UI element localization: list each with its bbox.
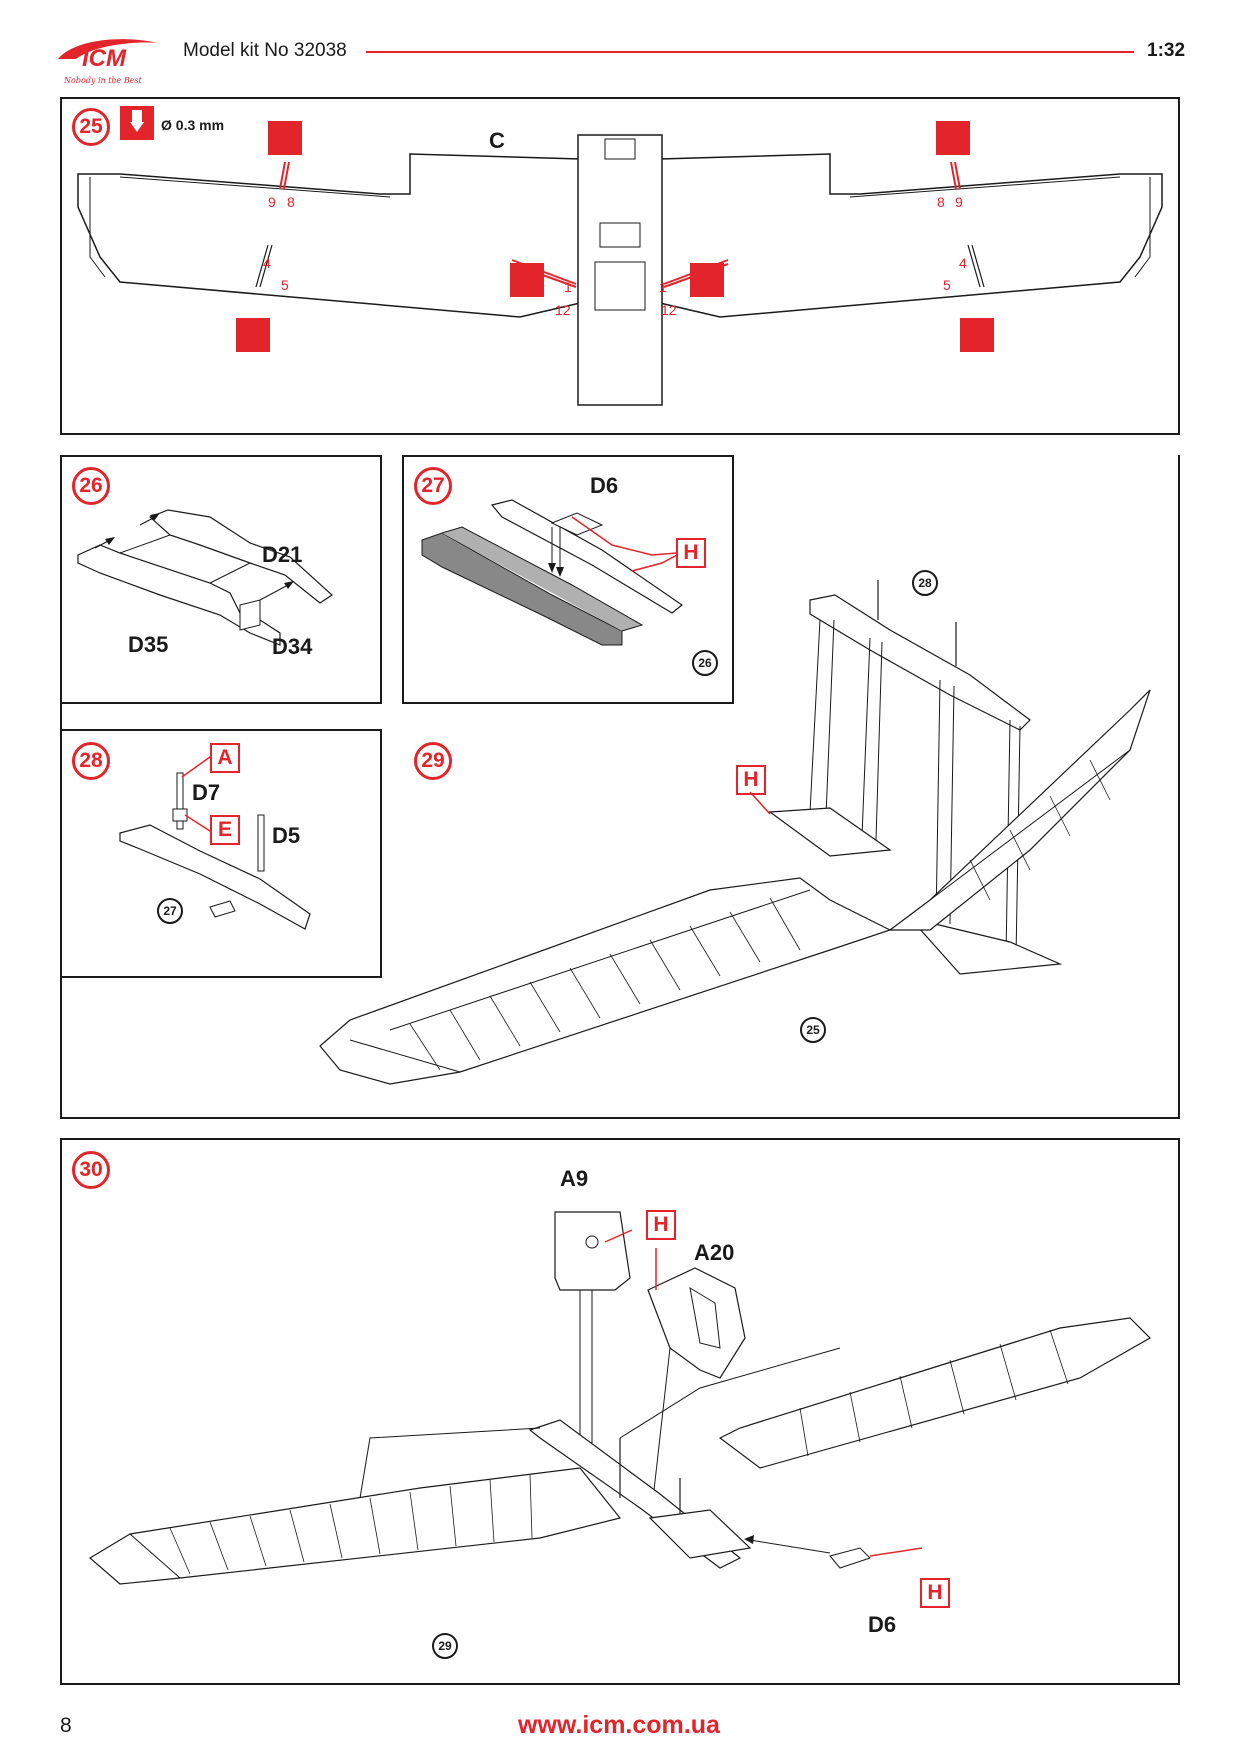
step-27-badge: 27: [414, 467, 452, 505]
logo-tagline: Nobody in the Best: [63, 76, 143, 85]
final-wing-assembly-diagram: [88, 1211, 1151, 1585]
part-label-d35: D35: [128, 632, 169, 657]
ref-step-27: 27: [157, 898, 183, 924]
icm-logo-icon: ICM Nobody in the Best: [58, 39, 158, 85]
step-25-badge: 25: [72, 108, 110, 146]
part-label-a20: A20: [694, 1240, 735, 1265]
frame-assembly-diagram: [77, 509, 333, 646]
hole-label: 4: [263, 255, 271, 271]
part-label-a9: A9: [560, 1166, 589, 1191]
drill-icon: [690, 263, 724, 297]
logo-text: ICM: [82, 45, 127, 72]
part-label-d21: D21: [262, 542, 303, 567]
hole-label: 5: [943, 277, 951, 293]
page-number: 8: [60, 1714, 72, 1737]
wing-frame-assembly-diagram: [319, 580, 1151, 1085]
drill-icon: [936, 121, 970, 155]
hole-label: 9: [955, 194, 963, 210]
part-label-c: C: [489, 128, 505, 153]
drill-icon: [268, 121, 302, 155]
part-label-d5: D5: [272, 823, 301, 848]
ref-step-26: 26: [692, 650, 718, 676]
step-30-badge: 30: [72, 1151, 110, 1189]
glue-marker-h: H: [676, 538, 706, 568]
ref-step-28: 28: [912, 570, 938, 596]
hole-label: 8: [937, 194, 945, 210]
drill-icon: [960, 318, 994, 352]
hole-label: 9: [268, 194, 276, 210]
header-rule: [366, 51, 1134, 53]
drill-icon: [236, 318, 270, 352]
brand-logo: ICM Nobody in the Best: [54, 33, 162, 87]
hole-label: 1: [564, 279, 572, 295]
step-25-panel: [60, 97, 1180, 435]
kit-scale: 1:32: [1147, 40, 1186, 61]
part-label-d6: D6: [590, 473, 619, 498]
glue-marker-h: H: [646, 1210, 676, 1240]
hole-label: 12: [555, 302, 571, 318]
glue-marker-h: H: [736, 765, 766, 795]
hole-label: 5: [281, 277, 289, 293]
step-28-badge: 28: [72, 742, 110, 780]
part-label-d6: D6: [868, 1612, 897, 1637]
ref-step-29: 29: [432, 1633, 458, 1659]
kit-title: Model kit No 32038: [183, 40, 347, 61]
step-26-badge: 26: [72, 467, 110, 505]
website-link[interactable]: www.icm.com.ua: [518, 1711, 720, 1739]
wing-top-view-diagram: [77, 134, 1163, 406]
hole-label: 8: [287, 194, 295, 210]
step-29-badge: 29: [414, 742, 452, 780]
step-30-panel: [60, 1138, 1180, 1685]
pins-assembly-diagram: [119, 756, 311, 930]
hole-label: 4: [959, 255, 967, 271]
step-27-panel: [402, 455, 734, 704]
glue-marker-e: E: [210, 815, 240, 845]
frame-subassembly-diagram: [421, 499, 684, 646]
step-29-panel: [60, 455, 1180, 1119]
part-label-d34: D34: [272, 634, 313, 659]
hole-label: 1: [659, 279, 667, 295]
glue-marker-h: H: [920, 1578, 950, 1608]
ref-step-25: 25: [800, 1017, 826, 1043]
part-label-d7: D7: [192, 780, 221, 805]
drill-size-label: Ø 0.3 mm: [161, 117, 225, 133]
hole-label: 12: [661, 302, 677, 318]
drill-icon: [510, 263, 544, 297]
glue-marker-a: A: [210, 743, 240, 773]
drill-icon: [120, 106, 154, 140]
